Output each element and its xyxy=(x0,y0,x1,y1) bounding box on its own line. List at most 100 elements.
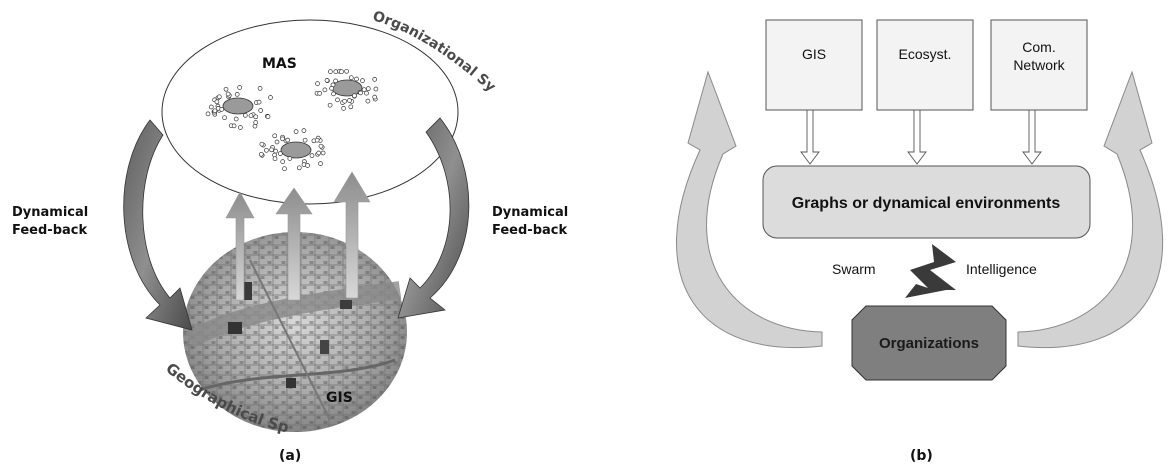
agent-dot xyxy=(314,137,320,143)
mas-label: MAS xyxy=(262,56,297,72)
agent-dot xyxy=(354,76,359,82)
agent-dot xyxy=(347,98,352,103)
agent-dot xyxy=(274,139,280,145)
agent-dot xyxy=(372,94,378,100)
agent-dots xyxy=(205,68,379,172)
agent-dot xyxy=(234,92,240,97)
agent-dot xyxy=(225,91,231,97)
agent-dot xyxy=(360,78,365,83)
agent-dot xyxy=(339,69,344,75)
agent-dot xyxy=(344,68,349,74)
box-gis-label: GIS xyxy=(802,46,826,62)
agent-dot xyxy=(333,69,339,74)
agent-dot xyxy=(322,87,328,93)
agent-cluster-left xyxy=(222,97,254,115)
agent-dot xyxy=(361,87,367,93)
agent-dot xyxy=(258,151,264,157)
feedback-arrow-left xyxy=(123,119,193,331)
agent-dot xyxy=(316,150,322,156)
agent-dot xyxy=(333,78,338,84)
agent-dot xyxy=(256,99,262,105)
graphs-label: Graphs or dynamical environments xyxy=(792,195,1061,212)
agent-dot xyxy=(265,114,271,119)
agent-dot xyxy=(315,81,320,86)
feedback-right-line1: Dynamical xyxy=(492,205,568,220)
agent-dot xyxy=(208,104,214,110)
feedback-left-line1: Dynamical xyxy=(12,205,88,220)
agent-dot xyxy=(205,111,211,117)
box-com-label-2: Network xyxy=(1013,57,1065,73)
agent-dot xyxy=(272,133,278,139)
cycle-arrow-left xyxy=(676,70,823,348)
down-arrows xyxy=(800,109,1042,165)
agent-dot xyxy=(222,115,227,121)
lightning-icon xyxy=(905,244,956,298)
agent-dot xyxy=(264,147,269,153)
agent-dot xyxy=(358,90,363,96)
agent-dot xyxy=(317,91,323,96)
agent-dot xyxy=(293,129,299,134)
agent-dot xyxy=(318,161,323,166)
caption-b: (b) xyxy=(910,448,933,464)
agent-dot xyxy=(214,99,220,105)
agent-dot xyxy=(365,86,371,91)
mas-disc xyxy=(161,19,459,205)
agent-dot xyxy=(348,75,354,81)
agent-dot xyxy=(212,108,218,114)
agent-dot xyxy=(335,97,340,103)
agent-dot xyxy=(372,77,378,82)
agent-dot xyxy=(277,151,283,156)
cycle-arrow-right xyxy=(1017,70,1164,348)
agent-dot xyxy=(331,91,336,97)
agent-dot xyxy=(269,147,274,153)
box-ecosyst xyxy=(876,19,974,111)
gis-map-label: GIS xyxy=(326,390,353,406)
agent-dot xyxy=(219,107,225,112)
agent-dot xyxy=(285,137,291,143)
organizations-label: Organizations xyxy=(879,335,979,352)
agent-dot xyxy=(365,98,371,104)
agent-cluster-bottom xyxy=(280,141,312,159)
agent-dot xyxy=(302,137,308,143)
intelligence-label: Intelligence xyxy=(966,261,1037,277)
swarm-label: Swarm xyxy=(832,261,876,277)
agent-dot xyxy=(253,120,259,125)
upward-arrows xyxy=(225,171,371,301)
agent-dot xyxy=(242,113,248,118)
agent-dot xyxy=(352,93,357,99)
agent-dot xyxy=(341,106,346,111)
agent-dot xyxy=(257,86,263,91)
agent-dot xyxy=(248,113,254,119)
caption-a: (a) xyxy=(279,448,301,464)
agent-dot xyxy=(342,98,347,104)
agent-dot xyxy=(329,86,334,91)
box-gis xyxy=(765,19,863,111)
agent-dot xyxy=(328,69,333,74)
agent-dot xyxy=(287,156,293,161)
agent-dot xyxy=(373,86,379,92)
agent-dot xyxy=(364,90,369,96)
agent-dot xyxy=(231,123,237,129)
feedback-right-line2: Feed-back xyxy=(492,223,567,238)
box-com-label-1: Com. xyxy=(1022,39,1055,55)
agent-dot xyxy=(320,150,326,156)
agent-dot xyxy=(324,78,330,83)
agent-dot xyxy=(282,166,287,172)
agent-dot xyxy=(280,159,286,164)
agent-dot xyxy=(318,143,324,149)
agent-dot xyxy=(296,165,302,171)
feedback-arrow-right xyxy=(397,117,470,319)
panel-b: GIS Ecosyst. Com. Network Graphs or dyna… xyxy=(676,19,1164,464)
agent-dot xyxy=(258,108,264,113)
feedback-left-line2: Feed-back xyxy=(12,223,87,238)
box-com-network xyxy=(990,19,1088,111)
panel-a: MAS Organizational Systems Dynamical Fee… xyxy=(0,0,568,464)
agent-dot xyxy=(237,85,242,90)
graphs-box xyxy=(762,165,1091,239)
agent-dot xyxy=(216,94,222,100)
agent-dot xyxy=(309,153,315,158)
agent-dot xyxy=(223,86,229,92)
agent-dot xyxy=(253,114,259,120)
organizations-octagon xyxy=(851,305,1007,381)
